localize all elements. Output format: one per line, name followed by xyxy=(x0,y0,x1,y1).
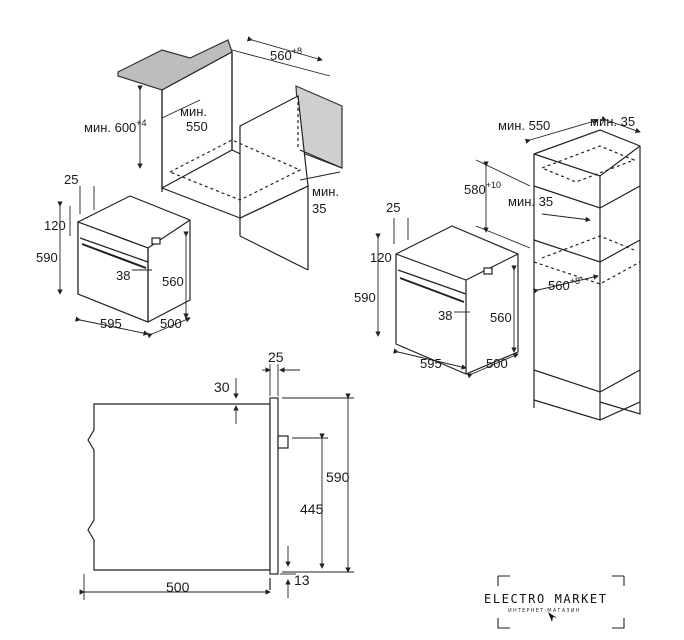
column-side-label: мин. 35 xyxy=(590,114,635,129)
oven-left-dim-38: 38 xyxy=(116,268,130,283)
oven-right-dim-590: 590 xyxy=(354,290,376,305)
side-dim-445: 445 xyxy=(300,501,324,517)
oven-left-dimensions xyxy=(57,186,191,339)
oven-right-dim-560: 560 xyxy=(490,310,512,325)
oven-left-dim-500: 500 xyxy=(160,316,182,331)
niche-width-label: 560+8 xyxy=(270,46,302,63)
side-dim-500: 500 xyxy=(166,579,190,595)
cursor-icon xyxy=(548,612,557,622)
logo-tagline: ИНТЕРНЕТ-МАГАЗИН xyxy=(508,608,581,614)
side-dim-25: 25 xyxy=(268,349,284,365)
oven-side-dimensions xyxy=(79,364,354,600)
oven-right-dim-25: 25 xyxy=(386,200,400,215)
oven-right xyxy=(395,225,519,375)
column-height-label: 580+10 xyxy=(464,180,501,197)
oven-left-dim-590: 590 xyxy=(36,250,58,265)
side-dim-590: 590 xyxy=(326,469,350,485)
oven-left-dim-120: 120 xyxy=(44,218,66,233)
niche-gap-value: 35 xyxy=(312,201,326,216)
side-dim-30: 30 xyxy=(214,379,230,395)
side-dim-13: 13 xyxy=(294,572,310,588)
column-width-label: 560+8 xyxy=(548,276,580,293)
oven-left-dim-595: 595 xyxy=(100,316,122,331)
logo-name: ELECTRO MARKET xyxy=(484,592,608,606)
oven-right-dim-595: 595 xyxy=(420,356,442,371)
column-dimensions xyxy=(475,115,641,294)
niche-gap-min: мин. xyxy=(312,184,339,199)
oven-left-dim-560: 560 xyxy=(162,274,184,289)
oven-left xyxy=(77,195,191,323)
niche-depth-value: 550 xyxy=(186,119,208,134)
niche-depth-min: мин. xyxy=(180,104,207,119)
oven-left-dim-25: 25 xyxy=(64,172,78,187)
oven-right-dim-38: 38 xyxy=(438,308,452,323)
oven-right-dim-500: 500 xyxy=(486,356,508,371)
niche-height-label: мин. 600+4 xyxy=(84,118,147,135)
column-cabinet xyxy=(533,129,641,421)
column-gap-label: мин. 35 xyxy=(508,194,553,209)
niche-dimensions-left xyxy=(137,36,341,181)
electro-market-logo: ELECTRO MARKET ИНТЕРНЕТ-МАГАЗИН xyxy=(484,575,625,629)
column-depth-label: мин. 550 xyxy=(498,118,550,133)
oven-right-dimensions xyxy=(375,218,519,379)
niche-under-counter xyxy=(117,39,343,271)
oven-right-dim-120: 120 xyxy=(370,250,392,265)
oven-side-view xyxy=(87,397,289,590)
